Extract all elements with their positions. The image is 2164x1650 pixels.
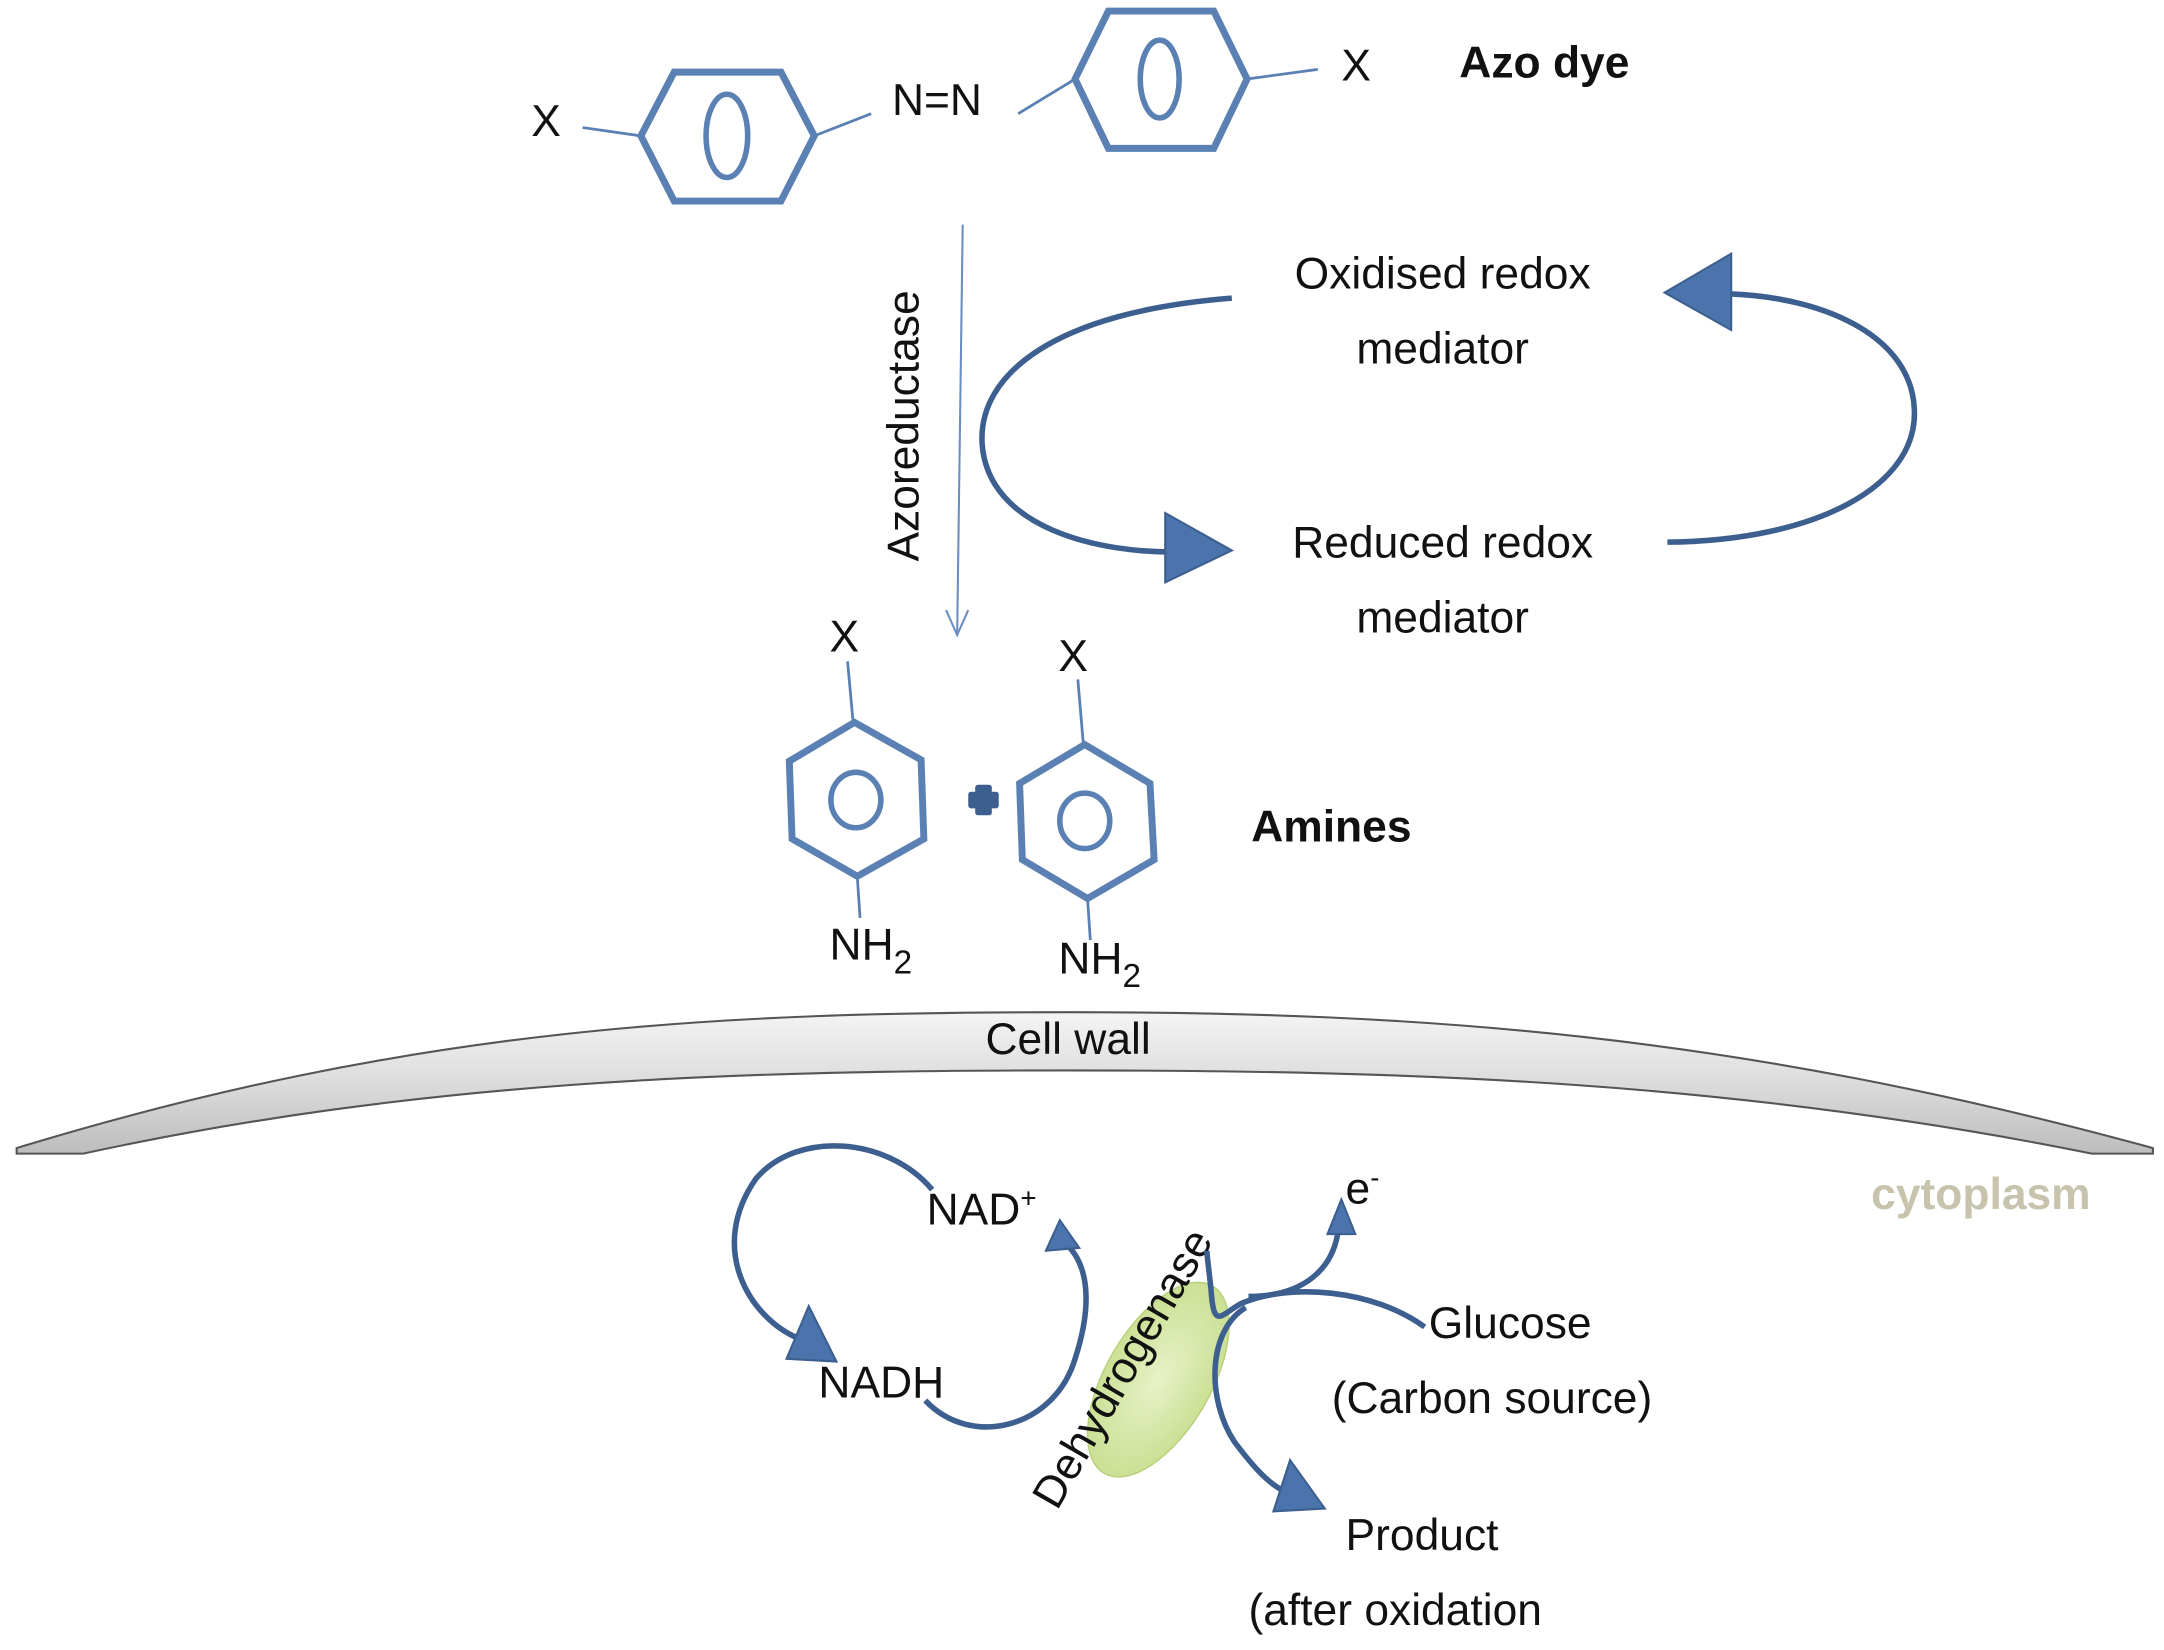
- amines-label: Amines: [1251, 803, 1411, 852]
- azo-bond-label: N=N: [892, 76, 982, 125]
- arrowhead-icon: [1044, 1218, 1082, 1252]
- redox-mediator-cycle: Oxidised redox mediator Reduced redox me…: [979, 249, 1918, 642]
- azoreductase-label: Azoreductase: [879, 290, 928, 561]
- nad-plus-label: NAD+: [927, 1183, 1037, 1235]
- cell-wall-shape: [15, 1011, 2154, 1155]
- arrowhead-icon: [784, 1303, 839, 1363]
- cycle-arc-left: [979, 295, 1233, 555]
- azo-left-substituent: X: [531, 97, 561, 146]
- superscript: -: [1370, 1162, 1379, 1193]
- bond-line: [855, 876, 862, 918]
- aromatic-circle: [1137, 37, 1182, 121]
- subscript: 2: [894, 944, 913, 981]
- plus-icon-bar: [968, 791, 999, 809]
- nh-text: NH: [830, 921, 894, 970]
- cell-wall-label: Cell wall: [986, 1015, 1151, 1064]
- oxidised-mediator-label-2: mediator: [1356, 324, 1529, 373]
- electron-label: e-: [1346, 1162, 1380, 1214]
- azo-right-substituent: X: [1341, 41, 1371, 90]
- benzene-ring-amine-left: [785, 718, 928, 881]
- cell-wall: Cell wall: [15, 1011, 2154, 1155]
- arrowhead-icon: [1164, 511, 1235, 585]
- cytoplasm-label: cytoplasm: [1871, 1170, 2090, 1219]
- nad-text: NAD: [927, 1185, 1021, 1234]
- amine-left-substituent: X: [830, 613, 860, 662]
- arrowhead-icon: [1325, 1196, 1357, 1236]
- nad-cycle: NAD+ NADH: [731, 1143, 1089, 1430]
- bond-line: [813, 112, 872, 138]
- azo-dye-molecule: X N=N X Azo dye: [531, 7, 1629, 205]
- azo-dye-label: Azo dye: [1459, 39, 1629, 88]
- superscript: +: [1020, 1183, 1036, 1214]
- electron-arc: [1248, 1226, 1342, 1300]
- arrowhead-icon: [1662, 251, 1733, 332]
- amines-products: X NH2 X NH2 Amines: [785, 613, 1412, 995]
- nadh-label: NADH: [818, 1359, 944, 1408]
- benzene-ring-left: [636, 68, 819, 205]
- amine-right-group: NH2: [1058, 934, 1141, 995]
- bond-line: [846, 661, 855, 723]
- bond-line: [1086, 898, 1092, 941]
- bond-line: [582, 126, 642, 138]
- reduction-arrow-line: [956, 224, 964, 636]
- reduced-mediator-label-2: mediator: [1356, 593, 1529, 642]
- reduced-mediator-label: Reduced redox: [1292, 518, 1593, 567]
- product-label: Product: [1346, 1511, 1499, 1560]
- benzene-ring-amine-right: [1016, 740, 1158, 903]
- electron-text: e: [1346, 1165, 1371, 1214]
- aromatic-circle: [1057, 790, 1113, 852]
- bond-line: [1246, 67, 1319, 81]
- arrowhead-icon: [1271, 1457, 1327, 1513]
- aromatic-circle: [828, 769, 884, 831]
- nh-text: NH: [1058, 934, 1122, 983]
- amine-right-substituent: X: [1058, 632, 1088, 681]
- oxidised-mediator-label: Oxidised redox: [1295, 249, 1591, 298]
- aromatic-circle: [703, 91, 751, 181]
- glucose-label-2: (Carbon source): [1332, 1374, 1653, 1423]
- bond-line: [1017, 77, 1076, 115]
- arrowhead-icon: [945, 609, 970, 638]
- glucose-arc: [1204, 1250, 1427, 1330]
- nad-to-nadh-arc: [731, 1143, 935, 1341]
- amine-left-group: NH2: [830, 921, 913, 982]
- azoreductase-arrow: Azoreductase: [879, 224, 970, 638]
- product-arc: [1212, 1305, 1285, 1494]
- dehydrogenase-enzyme: Dehydrogenase: [1023, 1221, 1230, 1516]
- benzene-ring-right: [1071, 7, 1251, 152]
- product-label-2: (after oxidation: [1248, 1586, 1542, 1635]
- nadh-to-nad-arc: [923, 1238, 1089, 1430]
- glucose-oxidation: e- Glucose (Carbon source) Product (afte…: [1204, 1162, 1653, 1635]
- bond-line: [1076, 679, 1085, 745]
- cycle-arc-right: [1667, 291, 1918, 545]
- subscript: 2: [1123, 958, 1142, 995]
- glucose-label: Glucose: [1429, 1299, 1592, 1348]
